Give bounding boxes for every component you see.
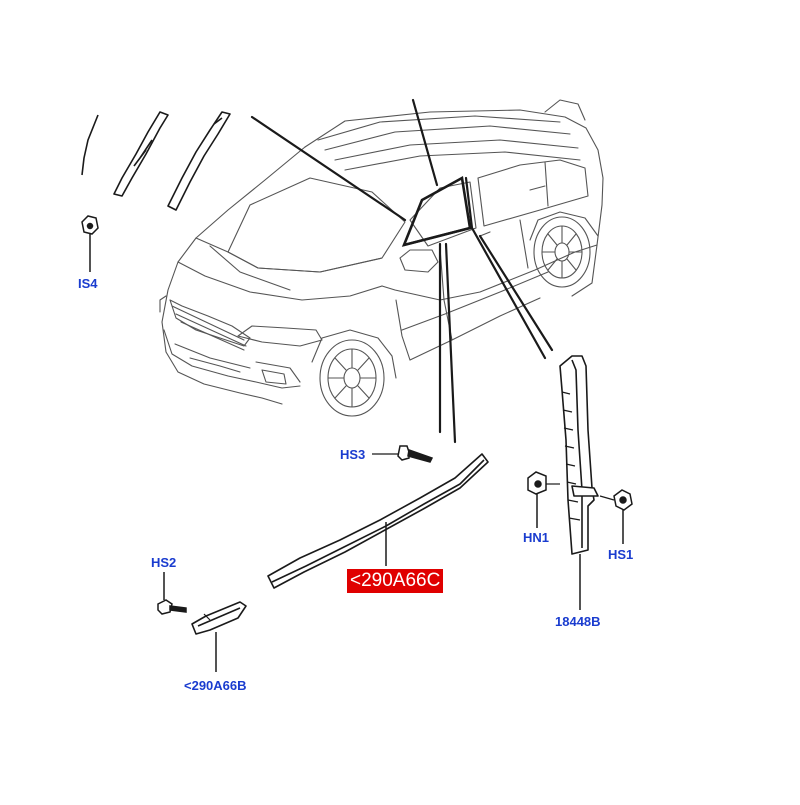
push-clip-icon[interactable] — [81, 215, 99, 272]
callout-hs1[interactable]: HS1 — [608, 547, 634, 562]
screw-icon[interactable] — [157, 572, 187, 615]
callout-part-290a66c-highlighted[interactable]: <290A66C — [347, 569, 444, 593]
callout-part-290a66b[interactable]: <290A66B — [184, 678, 247, 693]
callout-hn1[interactable]: HN1 — [523, 530, 550, 545]
inner-window-seal-strip — [167, 111, 231, 211]
callout-hs2[interactable]: HS2 — [151, 555, 177, 570]
belt-moulding-part[interactable] — [267, 453, 489, 589]
leader-line-to-pillar-a — [470, 226, 547, 360]
outer-window-seal-strip — [113, 111, 169, 197]
leader-line-to-pillar-b — [478, 234, 554, 352]
leader-line-upper-center — [411, 98, 439, 187]
vehicle-outline-icon — [159, 99, 604, 417]
highlight-b-pillar — [464, 176, 474, 230]
highlight-window-belt — [402, 226, 472, 247]
rivet-nut-icon[interactable] — [527, 471, 560, 528]
leader-lines — [250, 98, 554, 444]
screw-icon[interactable] — [372, 445, 434, 463]
moulding-end-finisher-part[interactable] — [191, 601, 247, 672]
window-moulding-strips — [81, 111, 231, 211]
highlight-window-frame — [401, 175, 472, 247]
b-pillar-applique-part[interactable] — [559, 355, 599, 610]
leader-line-to-belt-moulding-b — [444, 242, 457, 444]
callout-part-18448b[interactable]: 18448B — [555, 614, 601, 629]
leader-line-upper-left-a — [250, 115, 407, 222]
push-clip-icon[interactable] — [599, 489, 633, 544]
callout-hs3[interactable]: HS3 — [340, 447, 366, 462]
callout-hs4[interactable]: IS4 — [78, 276, 98, 291]
